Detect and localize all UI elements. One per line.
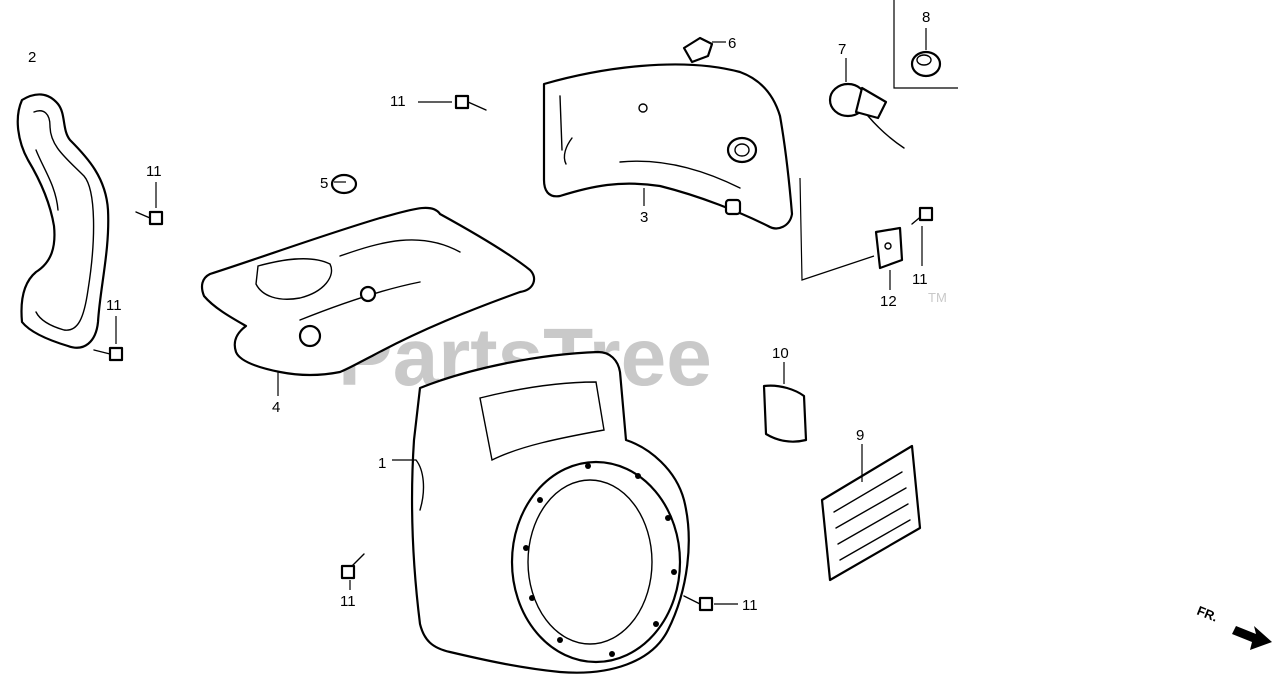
callout-7: 7	[838, 41, 846, 58]
callout-4: 4	[272, 399, 280, 416]
part-1-fan-housing[interactable]	[392, 350, 690, 674]
bolt-11-bottom-left[interactable]	[340, 553, 365, 590]
callout-11-bottom-left: 11	[340, 593, 356, 610]
bolt-11-bottom-right[interactable]	[683, 595, 738, 612]
part-3-shroud-cover[interactable]	[542, 63, 794, 230]
callout-3: 3	[640, 209, 648, 226]
callout-11-left-lower: 11	[106, 297, 122, 314]
callout-1: 1	[378, 455, 386, 472]
bolt-11-right[interactable]	[911, 206, 934, 266]
part-6-clip[interactable]	[682, 36, 726, 64]
bolt-11-left-upper[interactable]	[135, 182, 164, 226]
callout-11-bottom-right: 11	[742, 597, 758, 614]
front-arrow-icon	[1232, 626, 1272, 650]
part-2-air-guide[interactable]	[16, 93, 110, 349]
callout-9: 9	[856, 427, 864, 444]
part-7-switch[interactable]	[828, 58, 905, 149]
part-9-caution-plate[interactable]	[820, 444, 922, 582]
part-8-grommet[interactable]	[893, 0, 958, 89]
callout-8: 8	[922, 9, 930, 26]
watermark-trademark: TM	[928, 290, 947, 305]
callout-6: 6	[728, 35, 736, 52]
callout-11-top: 11	[390, 93, 406, 110]
part-5-cap[interactable]	[330, 173, 358, 195]
callout-12: 12	[880, 293, 897, 310]
callout-2: 2	[28, 49, 36, 66]
part-4-baffle-plate[interactable]	[200, 206, 536, 396]
part-10-label[interactable]	[762, 362, 808, 443]
front-direction-indicator: FR.	[1195, 603, 1272, 650]
part-12-bracket[interactable]	[799, 177, 904, 290]
callout-11-left-upper: 11	[146, 163, 162, 180]
bolt-11-top[interactable]	[418, 94, 487, 111]
callout-5: 5	[320, 175, 328, 192]
bolt-11-left-lower[interactable]	[93, 316, 124, 362]
callout-11-right: 11	[912, 271, 928, 288]
front-label: FR.	[1195, 603, 1220, 625]
callout-10: 10	[772, 345, 789, 362]
